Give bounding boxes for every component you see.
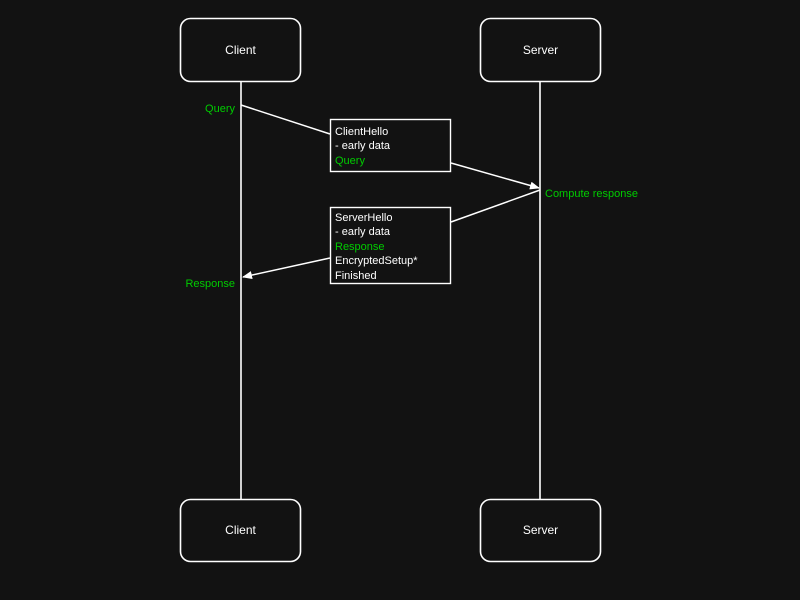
note-box-client-hello[interactable] [329,118,452,173]
actor-label-server-top: Server [522,43,559,57]
note-box-server-hello[interactable] [329,206,452,285]
message-line-client-to-note1 [240,104,331,135]
message-line-server-to-note2 [450,189,541,223]
edge-label-response: Response [185,278,235,290]
actor-box-client-top[interactable] [179,17,302,83]
message-line-note2-to-client [242,257,331,279]
edge-label-compute-response: Compute response [545,188,638,200]
actor-label-client-bottom: Client [225,523,256,537]
note-line-highlight: Response [335,240,385,253]
note-line: - early data [335,140,391,153]
actor-label-server-bottom: Server [522,523,559,537]
message-line-note1-to-server [450,162,540,190]
note-line: Finished [335,269,377,282]
actor-box-client-bottom[interactable] [179,498,302,563]
actor-box-server-top[interactable] [479,17,602,83]
actor-label-client-top: Client [225,43,256,57]
note-text-server-hello: ServerHello - early data Response Encryp… [335,211,418,283]
actor-box-server-bottom[interactable] [479,498,602,563]
note-line: ClientHello [335,126,389,138]
edge-label-query: Query [205,103,235,115]
note-line-highlight: Query [335,154,365,167]
note-text-client-hello: ClientHello - early data Query [335,125,390,168]
note-line: ServerHello [335,212,393,224]
note-line: - early data [335,226,391,239]
note-line: EncryptedSetup* [335,255,418,268]
